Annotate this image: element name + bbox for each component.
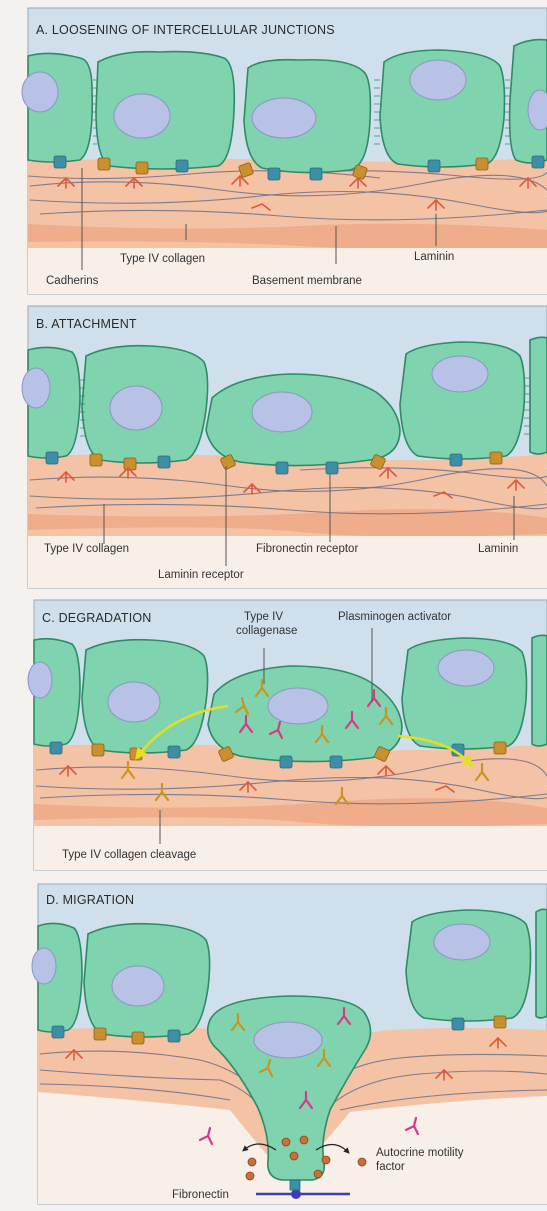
label-laminin-a: Laminin <box>414 251 454 263</box>
panel-b: B. ATTACHMENT <box>22 306 547 588</box>
panel-c: C. DEGRADATION <box>28 600 547 870</box>
label-basement-membrane: Basement membrane <box>252 275 362 287</box>
label-factor: factor <box>376 1161 405 1173</box>
panel-b-title: B. ATTACHMENT <box>36 317 137 331</box>
label-autocrine-motility: Autocrine motility <box>376 1147 464 1159</box>
label-laminin-receptor: Laminin receptor <box>158 569 244 581</box>
label-fibronectin: Fibronectin <box>172 1189 229 1201</box>
panel-d-title: D. MIGRATION <box>46 893 134 907</box>
panel-a-title: A. LOOSENING OF INTERCELLULAR JUNCTIONS <box>36 23 335 37</box>
label-laminin-b: Laminin <box>478 543 518 555</box>
panel-a: A. LOOSENING OF INTERCELLULAR JUNCTIONS <box>22 8 547 294</box>
label-collagenase: collagenase <box>236 625 297 637</box>
panel-d: D. MIGRATION <box>32 884 547 1204</box>
label-type-iv: Type IV <box>244 611 283 623</box>
label-plasminogen-activator: Plasminogen activator <box>338 611 451 623</box>
panel-c-title: C. DEGRADATION <box>42 611 152 625</box>
label-type-iv-collagen-b: Type IV collagen <box>44 543 129 555</box>
label-fibronectin-receptor: Fibronectin receptor <box>256 543 358 555</box>
label-type-iv-collagen-cleavage: Type IV collagen cleavage <box>62 849 196 861</box>
label-type-iv-collagen-a: Type IV collagen <box>120 253 205 265</box>
label-cadherins: Cadherins <box>46 275 99 287</box>
